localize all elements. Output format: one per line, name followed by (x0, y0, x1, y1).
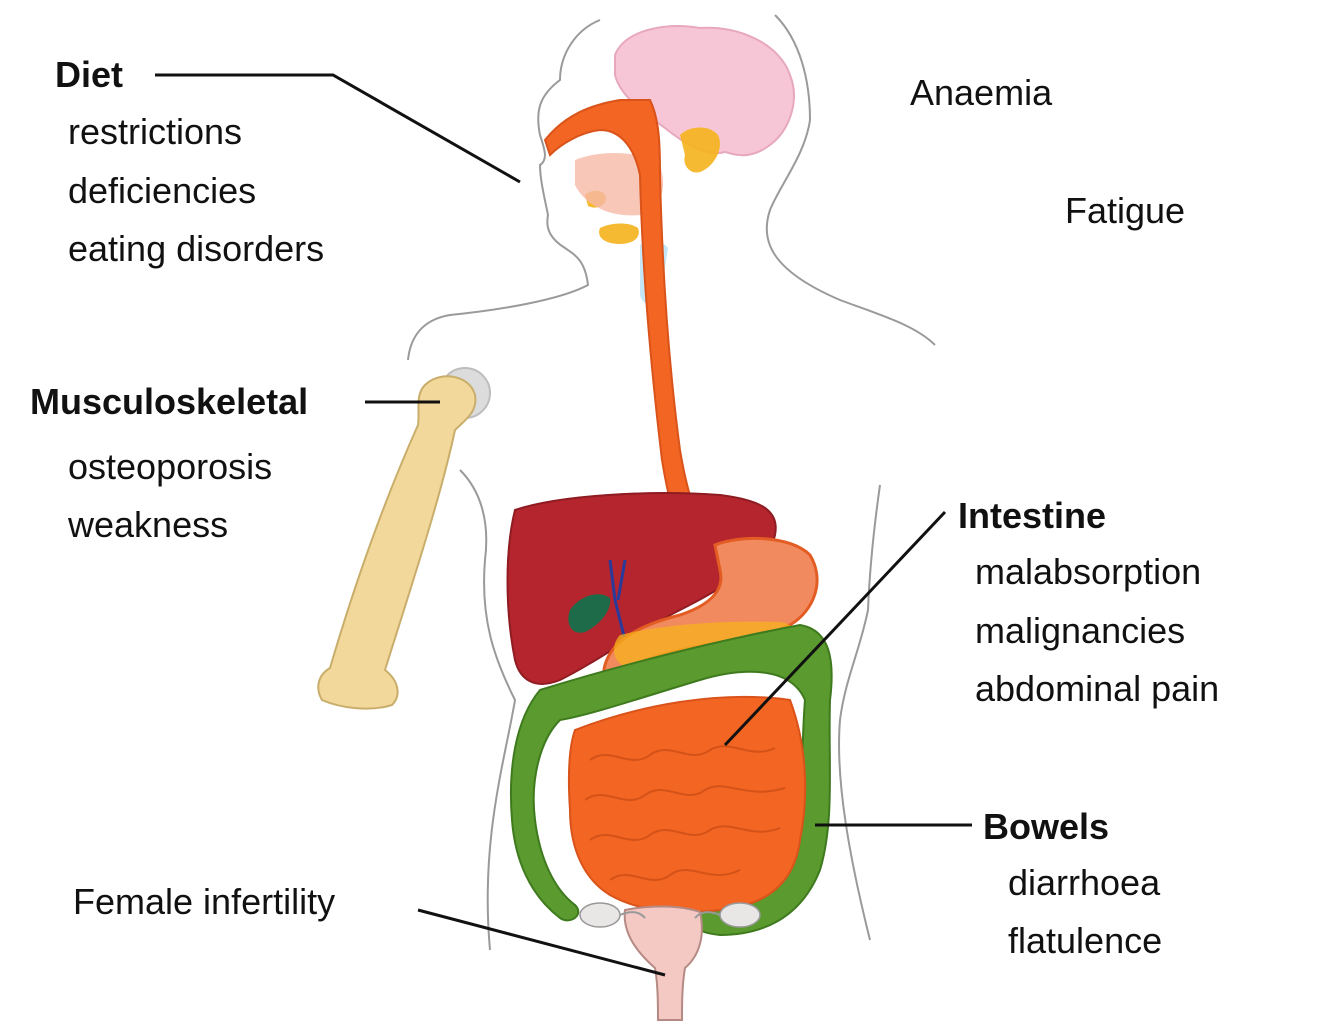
diet-heading: Diet (55, 54, 124, 95)
female-infertility-leader-line (417, 908, 666, 977)
small-intestine (567, 695, 807, 914)
brain (614, 25, 795, 157)
diet-item-restrictions: restrictions (68, 111, 243, 152)
body-outline (407, 14, 936, 951)
anaemia-label: Anaemia (910, 72, 1053, 113)
bowels-heading: Bowels (983, 806, 1110, 847)
fatigue-label: Fatigue (1065, 190, 1186, 231)
humerus-bone (317, 367, 491, 710)
pituitary-gland (680, 127, 720, 173)
intestine-heading: Intestine (958, 495, 1107, 536)
intestine-item-malignancies: malignancies (975, 610, 1186, 651)
bowels-item-diarrhoea: diarrhoea (1008, 862, 1161, 903)
liver (506, 492, 777, 685)
leader-lines (155, 73, 972, 977)
musculoskeletal-item-weakness: weakness (68, 504, 229, 545)
diet-leader-line (155, 73, 521, 184)
musculoskeletal-item-osteoporosis: osteoporosis (68, 446, 273, 487)
musculoskeletal-heading: Musculoskeletal (30, 381, 309, 422)
intestine-item-malabsorption: malabsorption (975, 551, 1202, 592)
gallbladder (568, 594, 611, 633)
female-infertility-label: Female infertility (73, 881, 336, 922)
salivary-gland (599, 223, 639, 244)
diet-item-eating-disorders: eating disorders (68, 228, 325, 269)
bile-duct (608, 559, 627, 641)
diet-item-deficiencies: deficiencies (68, 170, 257, 211)
small-intestine-folds (584, 745, 786, 881)
intestine-leader-line (723, 510, 947, 747)
bowels-item-flatulence: flatulence (1008, 920, 1163, 961)
uterus (579, 902, 761, 1021)
intestine-item-abdominal-pain: abdominal pain (975, 668, 1220, 709)
